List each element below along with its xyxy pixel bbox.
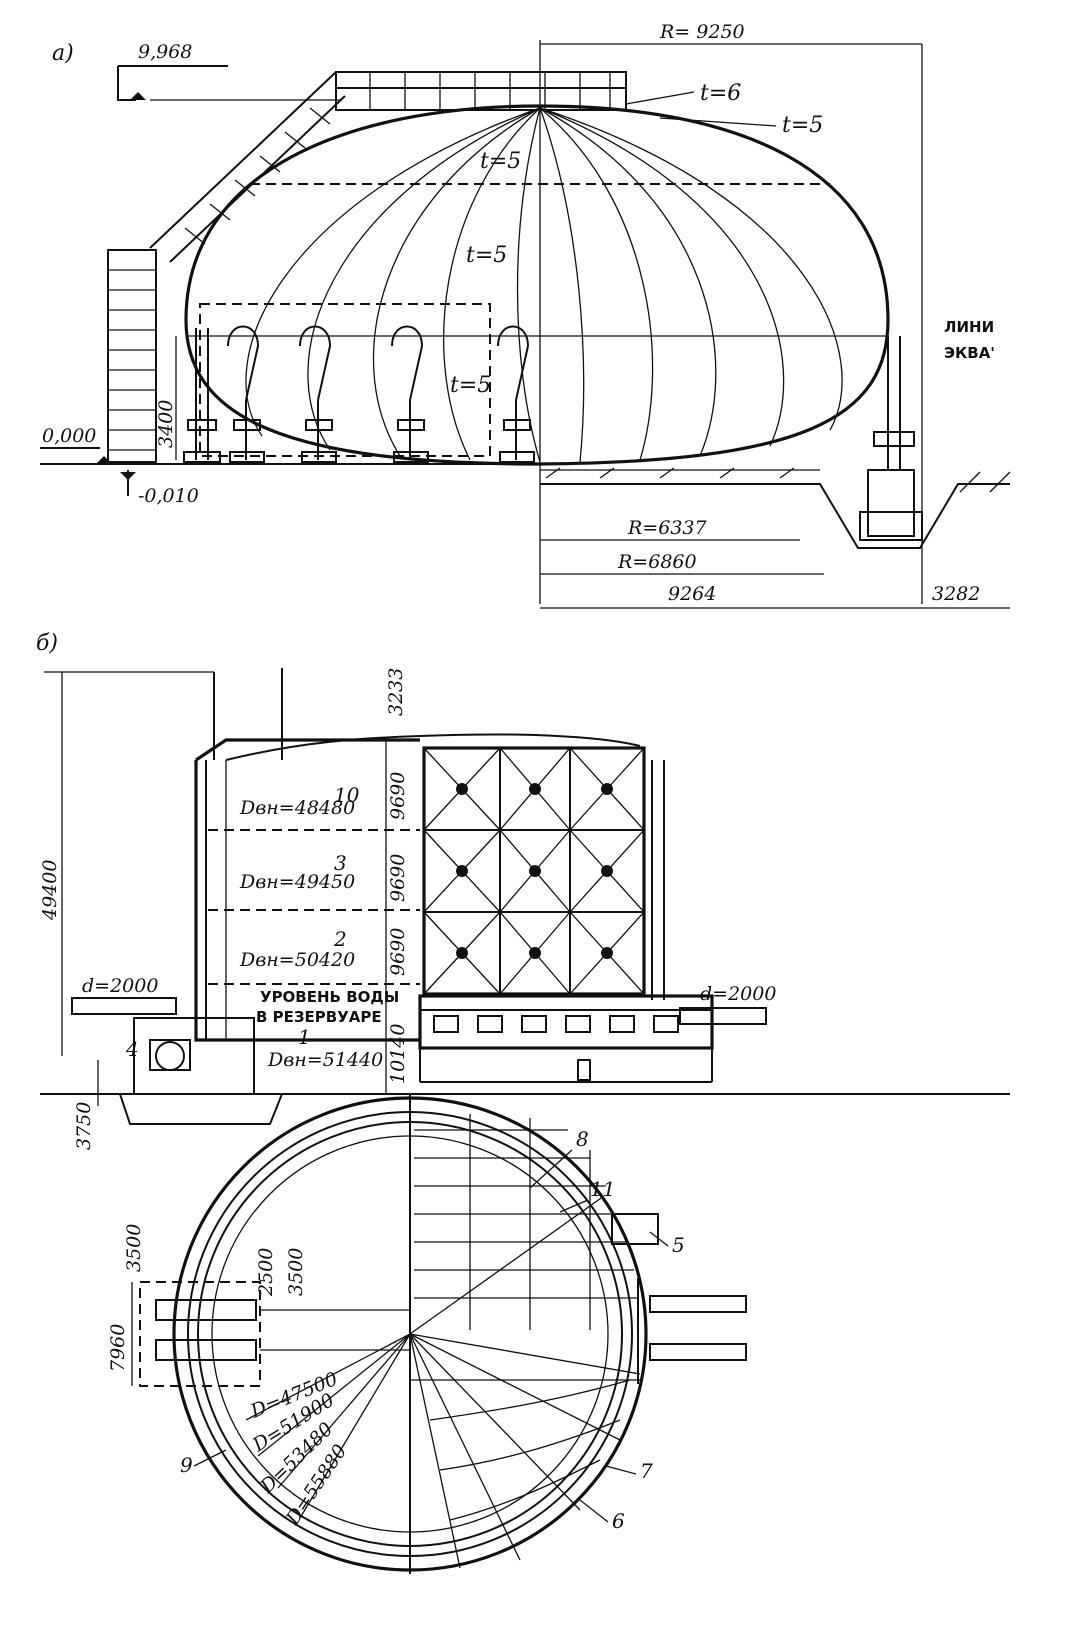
spherical-shell: t=5 t=5 t=5 [184, 104, 890, 466]
height-9690-b-label: 9690 [387, 854, 409, 902]
callout-6: 6 [612, 1509, 625, 1533]
width-3500-a-label: 3500 [123, 1224, 145, 1272]
lower-belt-outline [199, 303, 491, 457]
view-a-elevation: а) 9,968 [40, 21, 1011, 609]
width-3500-b-label: 3500 [285, 1248, 307, 1296]
pipe-right-diameter: d=2000 [700, 983, 776, 1005]
section-3-number: 3 [334, 851, 347, 875]
section-left-half: 10 Dвн=48480 3 Dвн=49450 2 Dвн=50420 УРО… [194, 668, 421, 1094]
view-a-label: а) [52, 41, 74, 66]
callout-7: 7 [640, 1459, 653, 1483]
height-3400-label: 3400 [155, 400, 177, 448]
callout-9: 9 [180, 1453, 193, 1477]
width-2500-label: 2500 [255, 1248, 277, 1297]
view-b-label: б) [36, 631, 58, 656]
roof-plating-pattern [414, 1114, 638, 1330]
elevation-top-value: 9,968 [138, 41, 192, 63]
radial-lines [245, 1195, 641, 1569]
top-platform [335, 71, 627, 111]
section-2-number: 2 [333, 927, 347, 951]
height-10140-label: 10140 [387, 1024, 409, 1084]
gas-pipes: d=2000 d=2000 [71, 975, 776, 1025]
section-1-diameter: Dвн=51440 [267, 1049, 383, 1071]
thickness-5-right-label: t=5 [782, 113, 823, 138]
water-level-line2: В РЕЗЕРВУАРЕ [256, 1008, 382, 1026]
lattice-frame-exterior [419, 733, 665, 1000]
pipe-left-diameter: d=2000 [82, 975, 158, 997]
equator-label-line1: ЛИНИ [944, 318, 994, 336]
water-tank [418, 994, 714, 1083]
equator-label-line2: ЭКВА' [944, 344, 995, 362]
callout-4: 4 [125, 1037, 139, 1061]
radius-6337-label: R=6337 [627, 517, 707, 539]
ground-level: 0,000 -0,010 [40, 425, 540, 507]
view-a-dimensions: R= 9250 t=6 t=5 3400 R=6337 R=6860 9264 … [155, 21, 1010, 609]
thickness-top: t=5 [480, 149, 521, 174]
section-10-diameter: Dвн=48480 [239, 797, 355, 819]
view-b-elevation: б) 49400 10 Dвн=48480 3 Dвн=49450 2 Dвн=… [36, 631, 1010, 1150]
height-3750-label: 3750 [73, 1102, 95, 1150]
right-foundation [540, 467, 1011, 549]
height-total-label: 49400 [39, 860, 61, 921]
vertical-ladder [107, 249, 157, 463]
section-2-diameter: Dвн=50420 [239, 949, 355, 971]
height-9690-a-label: 9690 [387, 772, 409, 820]
water-level-line1: УРОВЕНЬ ВОДЫ [260, 988, 399, 1006]
support-columns [183, 325, 915, 470]
thickness-6-label: t=6 [700, 81, 741, 106]
elevation-mark-top: 9,968 [117, 41, 340, 101]
callout-11: 11 [590, 1177, 615, 1201]
radius-6860-label: R=6860 [617, 551, 697, 573]
elevation-zero-value: 0,000 [42, 425, 96, 447]
dim-9264-label: 9264 [668, 583, 716, 605]
valve-pit: 4 3750 [40, 1017, 1010, 1150]
section-3-diameter: Dвн=49450 [239, 871, 355, 893]
callout-8: 8 [576, 1127, 589, 1151]
bottom-web-pattern [410, 1379, 640, 1521]
height-3233-label: 3233 [385, 668, 407, 716]
elevation-minus-value: -0,010 [138, 485, 199, 507]
width-7960-label: 7960 [107, 1324, 129, 1372]
thickness-middle: t=5 [466, 243, 507, 268]
outlet-pipes [611, 1213, 747, 1384]
inlet-chamber: 3500 2500 3500 7960 [107, 1224, 410, 1387]
dim-3282-label: 3282 [932, 583, 980, 605]
height-9690-c-label: 9690 [387, 928, 409, 976]
callout-5: 5 [672, 1233, 685, 1257]
plan-view: 3500 2500 3500 7960 D=47500 D=51900 D=53… [107, 1094, 747, 1574]
section-1-number: 1 [298, 1025, 311, 1049]
thickness-lower: t=5 [450, 373, 491, 398]
section-10-number: 10 [334, 783, 360, 807]
radius-top-label: R= 9250 [659, 21, 745, 43]
